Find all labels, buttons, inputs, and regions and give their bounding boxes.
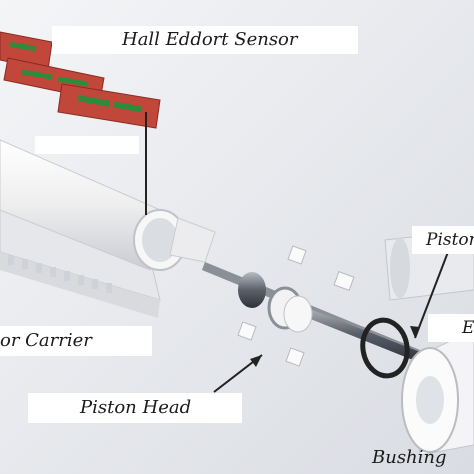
hall-sensor-boards bbox=[0, 31, 161, 129]
label-box-right bbox=[428, 314, 474, 342]
right-edge-label: E bbox=[462, 318, 474, 338]
o-ring bbox=[360, 317, 410, 379]
label-box-piston bbox=[412, 226, 474, 254]
arrowhead-piston bbox=[410, 326, 420, 338]
piston-label: Pistor bbox=[426, 230, 474, 250]
bushing-label: Bushing bbox=[372, 447, 447, 468]
hall-sensor-label: Hall Eddort Sensor bbox=[122, 29, 298, 50]
piston-head-label: Piston Head bbox=[80, 397, 192, 418]
arrowhead-piston-head bbox=[250, 355, 262, 367]
label-box-blank bbox=[35, 136, 139, 154]
sensor-carrier-label: or Carrier bbox=[0, 330, 92, 351]
label-box-piston-head bbox=[28, 393, 242, 423]
label-box-sensor-carrier bbox=[0, 326, 152, 356]
piston-head-part bbox=[237, 245, 355, 367]
pcb-board bbox=[57, 83, 161, 129]
leader-line-piston bbox=[414, 251, 449, 339]
bushing-part bbox=[384, 229, 474, 456]
label-box-hall-sensor bbox=[52, 26, 358, 54]
